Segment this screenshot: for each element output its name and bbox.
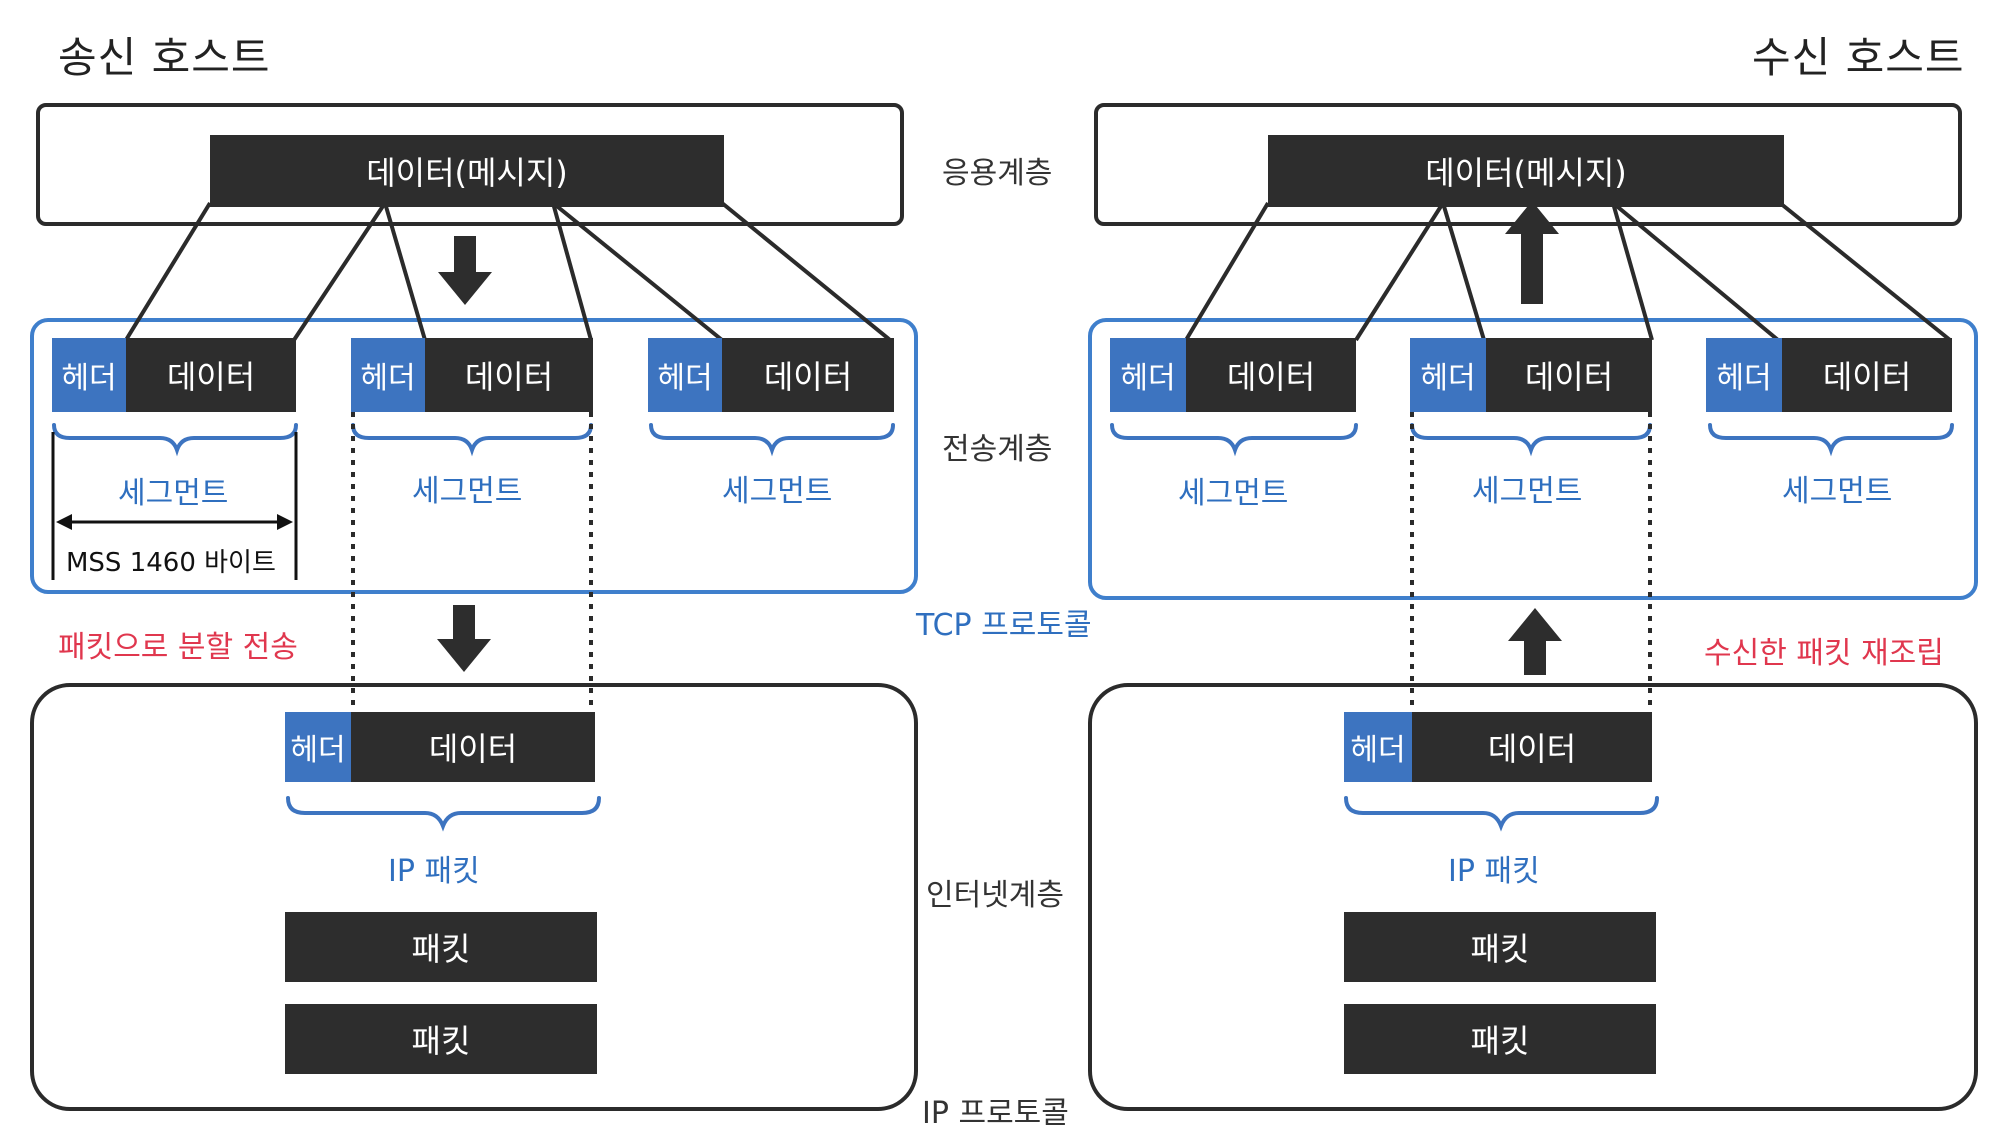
receiver-app-data-block: 데이터(메시지): [1268, 135, 1784, 207]
receiver-segment-brace: [1410, 423, 1652, 457]
sender-segment-2-label: 세그먼트: [412, 474, 523, 509]
sender-segment-1-data: 데이터: [126, 338, 296, 412]
application-layer-label: 응용계층: [942, 156, 1053, 191]
up-arrow-icon: [1505, 201, 1559, 304]
sender-segment-2-header: 헤더: [351, 338, 425, 412]
receiver-title: 수신 호스트: [1752, 33, 1965, 82]
sender-title: 송신 호스트: [58, 33, 271, 82]
mss-measure: [51, 432, 298, 580]
sender-segment-2-data: 데이터: [425, 338, 593, 412]
up-arrow-icon: [1508, 608, 1562, 675]
sender-fan-lines: [124, 201, 892, 342]
receiver-segment-2-header: 헤더: [1410, 338, 1486, 412]
receiver-segment-3-label: 세그먼트: [1782, 474, 1893, 509]
receiver-ip-packet-header: 헤더: [1344, 712, 1412, 782]
receiver-segment-brace: [1708, 423, 1954, 457]
receiver-ip-brace: [1344, 796, 1659, 832]
sender-packet-2: 패킷: [285, 1004, 597, 1074]
receiver-segment-3-data: 데이터: [1782, 338, 1952, 412]
receiver-segment-1-header: 헤더: [1110, 338, 1186, 412]
receiver-segment-2-label: 세그먼트: [1472, 474, 1583, 509]
sender-segment-3-data: 데이터: [722, 338, 894, 412]
receiver-segment-2-data: 데이터: [1486, 338, 1652, 412]
sender-segment-brace: [649, 423, 895, 457]
receiver-packet-2: 패킷: [1344, 1004, 1656, 1074]
receiver-ip-packet-label: IP 패킷: [1448, 854, 1540, 889]
mss-label: MSS 1460 바이트: [66, 548, 276, 578]
sender-ip-packet-label: IP 패킷: [388, 854, 480, 889]
tcp-protocol-label: TCP 프로토콜: [916, 608, 1092, 643]
down-arrow-icon: [438, 236, 492, 305]
receiver-ip-packet-data: 데이터: [1412, 712, 1652, 782]
sender-segment-1-label: 세그먼트: [118, 476, 229, 511]
reassemble-label: 수신한 패킷 재조립: [1704, 636, 1944, 671]
internet-layer-label: 인터넷계층: [926, 878, 1064, 913]
receiver-segment-brace: [1110, 423, 1358, 457]
sender-segment-brace: [52, 423, 298, 457]
receiver-fan-lines: [1184, 201, 1952, 342]
sender-ip-packet-header: 헤더: [285, 712, 351, 782]
receiver-segment-1-label: 세그먼트: [1178, 476, 1289, 511]
sender-segment-brace: [351, 423, 593, 457]
sender-segment-3-label: 세그먼트: [722, 474, 833, 509]
sender-ip-packet-data: 데이터: [351, 712, 595, 782]
receiver-packet-1: 패킷: [1344, 912, 1656, 982]
sender-segment-3-header: 헤더: [648, 338, 722, 412]
dotted-guide-lines: [351, 412, 1652, 712]
receiver-segment-3-header: 헤더: [1706, 338, 1782, 412]
sender-segment-1-header: 헤더: [52, 338, 126, 412]
split-transmit-label: 패킷으로 분할 전송: [58, 630, 298, 665]
sender-packet-1: 패킷: [285, 912, 597, 982]
down-arrow-icon: [437, 605, 491, 672]
receiver-segment-1-data: 데이터: [1186, 338, 1356, 412]
transport-layer-label: 전송계층: [942, 432, 1053, 467]
ip-protocol-label: IP 프로토콜: [922, 1096, 1069, 1131]
sender-ip-brace: [286, 796, 601, 832]
sender-app-data-block: 데이터(메시지): [210, 135, 724, 207]
